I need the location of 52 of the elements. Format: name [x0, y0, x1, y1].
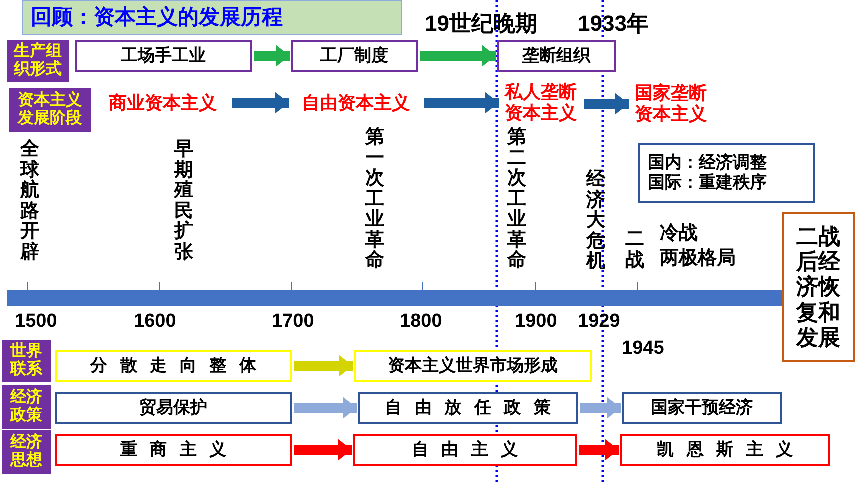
- stage-box: 工场手工业: [75, 40, 252, 72]
- year-label: 1900: [515, 312, 558, 332]
- note-text: 国内：经济调整: [648, 153, 767, 173]
- stage-box: 垄断组织: [497, 40, 616, 72]
- row-header: 资本主义发展阶段: [9, 88, 91, 132]
- title-banner: 回顾：资本主义的发展历程: [22, 0, 402, 35]
- event-label: 冷战: [660, 224, 698, 244]
- stage-box: 自由放任政策: [358, 392, 578, 424]
- year-label: 1945: [622, 339, 664, 359]
- stage-box: 凯恩斯主义: [620, 434, 830, 466]
- year-label: 1500: [15, 312, 58, 332]
- arrow: [424, 92, 499, 114]
- arrow: [580, 397, 621, 419]
- stage-box: 自由主义: [353, 434, 577, 466]
- period-label: 19世纪晚期: [425, 12, 538, 36]
- row-header: 经济政策: [2, 385, 51, 429]
- event-label: 两极格局: [660, 249, 736, 269]
- arrow: [294, 439, 352, 461]
- arrow: [420, 45, 496, 67]
- row-header: 世界联系: [2, 340, 51, 382]
- year-label: 1700: [272, 312, 314, 332]
- arrow: [584, 93, 629, 115]
- row-header: 生产组织形式: [7, 40, 69, 82]
- event-label: 第一次工业革命: [365, 128, 385, 272]
- stage-box: 工厂制度: [291, 40, 418, 72]
- period-label: 1933年: [578, 12, 649, 36]
- stage-text: 自由资本主义: [290, 88, 422, 118]
- arrow: [294, 397, 357, 419]
- stage-box: 二战后经济恢复和发展: [782, 212, 855, 362]
- arrow: [294, 355, 353, 377]
- stage-box: 贸易保护: [55, 392, 292, 424]
- event-label: 早期殖民扩张: [174, 140, 194, 264]
- event-label: 全球航路开辟: [20, 140, 40, 264]
- note-text: 国际：重建秩序: [648, 173, 767, 193]
- arrow: [232, 92, 289, 114]
- stage-box: 分散走向整体: [55, 350, 292, 382]
- stage-box: 国家干预经济: [622, 392, 782, 424]
- event-label: 第二次工业革命: [507, 128, 527, 272]
- stage-text: 商业资本主义: [96, 88, 230, 118]
- row-header: 经济思想: [2, 430, 51, 474]
- stage-box: 重商主义: [55, 434, 292, 466]
- stage-text: 国家垄断资本主义: [630, 80, 712, 128]
- stage-text: 私人垄断资本主义: [500, 78, 582, 128]
- event-label: 二战: [625, 230, 645, 272]
- note-box: [638, 143, 815, 203]
- year-label: 1800: [400, 312, 442, 332]
- stage-box: 资本主义世界市场形成: [354, 350, 592, 382]
- arrow: [579, 439, 619, 461]
- arrow: [254, 45, 290, 67]
- year-label: 1929: [578, 312, 620, 332]
- event-label: 经济大危机: [586, 170, 606, 273]
- year-label: 1600: [134, 312, 176, 332]
